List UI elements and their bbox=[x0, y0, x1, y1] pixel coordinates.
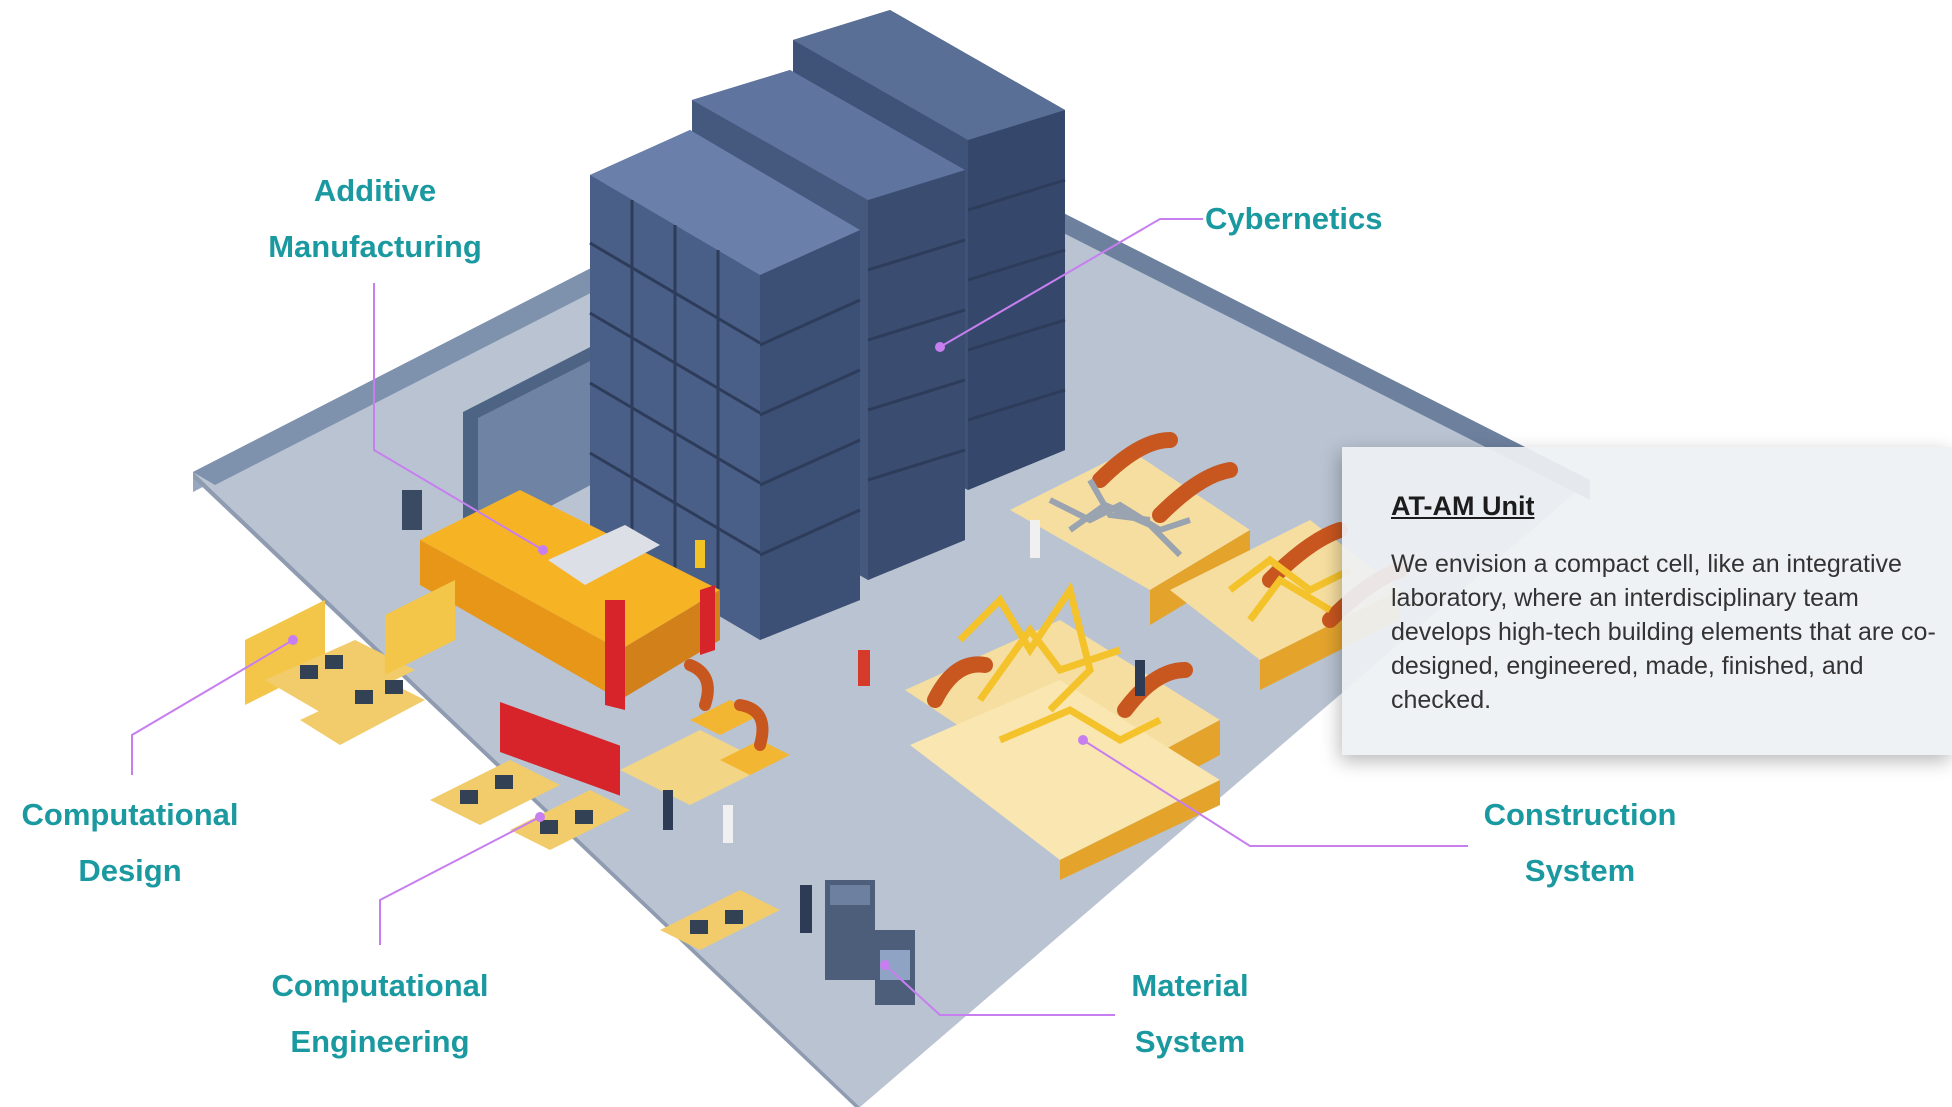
label-computational-design-line2: Design bbox=[78, 853, 182, 888]
label-material-system: Material System bbox=[1105, 958, 1275, 1070]
small-robot-cell bbox=[620, 659, 790, 805]
label-construction-system-line2: System bbox=[1524, 853, 1636, 888]
label-additive-manufacturing: Additive Manufacturing bbox=[233, 163, 517, 275]
label-additive-manufacturing-line1: Additive bbox=[313, 173, 437, 208]
storage-rack-towers bbox=[589, 10, 1066, 640]
label-computational-engineering-line1: Computational bbox=[271, 968, 489, 1003]
label-computational-engineering: Computational Engineering bbox=[255, 958, 505, 1070]
floor bbox=[193, 120, 1590, 1107]
info-panel: AT-AM Unit We envision a compact cell, l… bbox=[1342, 447, 1952, 755]
label-cybernetics-line1: Cybernetics bbox=[1205, 201, 1383, 236]
printer-gantry bbox=[420, 490, 720, 796]
label-construction-system: Construction System bbox=[1445, 787, 1715, 899]
label-additive-manufacturing-line2: Manufacturing bbox=[268, 229, 482, 264]
computational-engineering-desks bbox=[430, 760, 780, 950]
label-material-system-line2: System bbox=[1134, 1024, 1246, 1059]
label-computational-design-line1: Computational bbox=[21, 797, 239, 832]
label-computational-design: Computational Design bbox=[5, 787, 255, 899]
leader-lines bbox=[131, 218, 1468, 1016]
grey-lattice-structure bbox=[1048, 478, 1191, 558]
info-panel-title: AT-AM Unit bbox=[1391, 491, 1535, 521]
wall-panel-display bbox=[402, 490, 422, 530]
leader-dots bbox=[288, 342, 1088, 970]
label-computational-engineering-line2: Engineering bbox=[290, 1024, 470, 1059]
label-material-system-line1: Material bbox=[1131, 968, 1249, 1003]
yellow-lattice-structure bbox=[957, 555, 1352, 744]
workers bbox=[663, 520, 1145, 933]
label-cybernetics: Cybernetics bbox=[1205, 191, 1425, 247]
computational-design-desks bbox=[245, 580, 455, 745]
label-construction-system-line1: Construction bbox=[1483, 797, 1677, 832]
info-panel-body: We envision a compact cell, like an inte… bbox=[1391, 550, 1936, 714]
